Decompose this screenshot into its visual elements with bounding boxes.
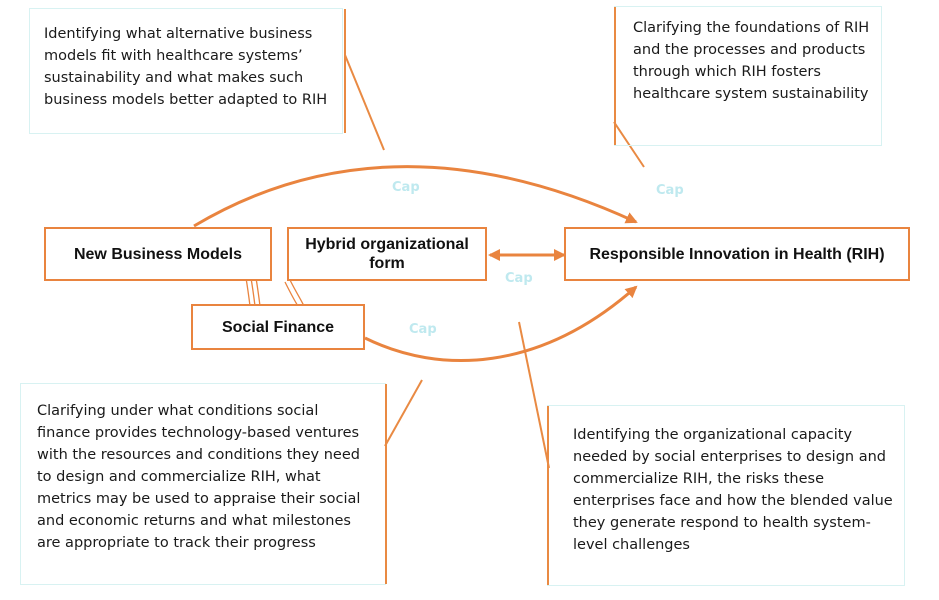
callout-top-left: Identifying what alternative business mo… [29,8,346,134]
leader-line-top-right [613,121,645,168]
callout-bottom-right-bar [547,406,549,585]
cap-label-lower: Cap [409,322,437,337]
leader-line-top-left [344,54,385,151]
link-nbm-social-finance [245,277,261,307]
callout-bottom-right-text: Identifying the organizational capacity … [573,427,893,553]
cap-label-top-mid: Cap [392,180,420,195]
cap-label-center: Cap [505,271,533,286]
callout-top-left-bar [344,9,346,133]
callout-top-left-text: Identifying what alternative business mo… [44,26,328,108]
node-social-finance: Social Finance [191,304,365,350]
callout-bottom-left-text: Clarifying under what conditions social … [37,403,361,551]
callout-bottom-right: Identifying the organizational capacity … [547,405,905,586]
link-hybrid-social-finance [284,279,305,307]
callout-top-right: Clarifying the foundations of RIH and th… [614,6,882,146]
node-new-business-models: New Business Models [44,227,272,281]
callout-top-right-bar [614,7,616,145]
cap-label-top-right: Cap [656,183,684,198]
callout-bottom-left-bar [385,384,387,584]
arrow-sf-to-rih [364,285,638,363]
leader-line-bottom-left [384,379,423,447]
node-rih: Responsible Innovation in Health (RIH) [564,227,910,281]
arrow-nbm-to-rih [193,165,638,228]
node-hybrid-organizational-form: Hybrid organizational form [287,227,487,281]
callout-top-right-text: Clarifying the foundations of RIH and th… [633,20,870,102]
callout-bottom-left: Clarifying under what conditions social … [20,383,387,585]
leader-line-bottom-right [518,321,550,469]
